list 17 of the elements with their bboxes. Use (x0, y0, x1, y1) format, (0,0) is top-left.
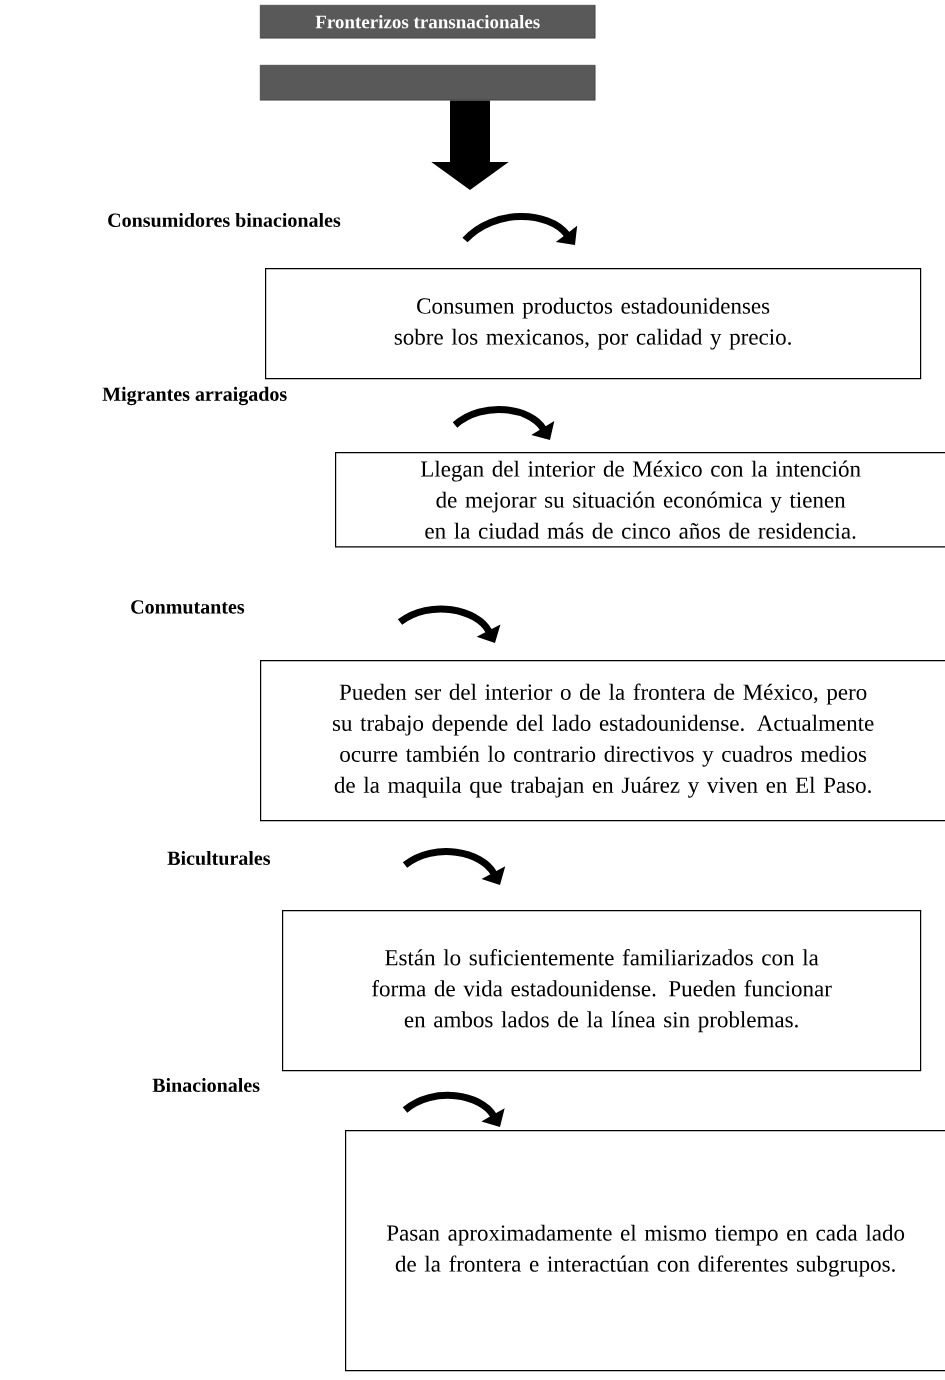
arrow (398, 605, 501, 643)
header-bar (260, 65, 596, 101)
category-label: Conmutantes (131, 600, 245, 614)
description-box: Están lo suficientemente familiarizados con la forma de vida estadounidense. Pueden funcionar en ambos lados de la línea sin problemas. (282, 910, 922, 1072)
category-label: Biculturales (167, 850, 271, 866)
arrow (452, 406, 555, 440)
description-box: Pasan aproximadamente el mismo tiempo en cada lado de la frontera e interactúan con diferentes subgrupos. (345, 1130, 945, 1372)
arrow (403, 1091, 505, 1127)
category-label: Migrantes arraigados (102, 386, 287, 406)
description-box: Consumen productos estadounidenses sobre los mexicanos, por calidad y precio. (265, 268, 922, 380)
title-box: Fronterizos transnacionales (260, 5, 596, 39)
description-box: Llegan del interior de México con la intención de mejorar su situación económica y tienen en la ciudad más de cinco años de residencia. (335, 452, 945, 548)
category-label: Binacionales (152, 1077, 260, 1093)
category-label: Consumidores binacionales (108, 212, 341, 228)
arrow (462, 213, 578, 245)
description-box: Pueden ser del interior o de la frontera de México, pero su trabajo depende del lado estadounidense. Actualmente ocurre también lo contrario directivos y cuadros medios de la maquila que trabajan en Juárez y viven en El Paso. (260, 660, 945, 822)
arrow (403, 848, 506, 885)
